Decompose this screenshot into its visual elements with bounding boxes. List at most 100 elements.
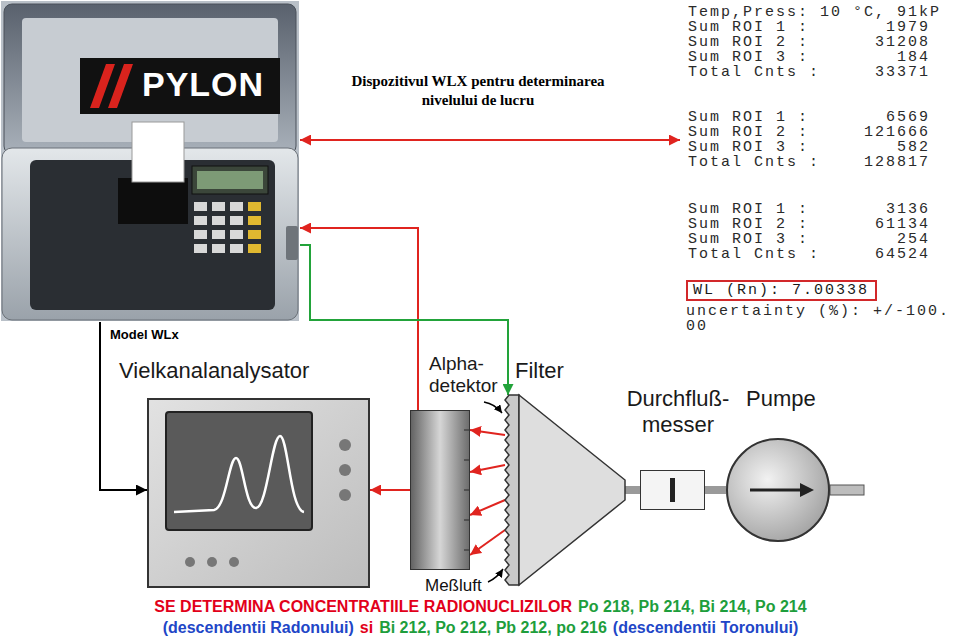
text-slot: Po 218, Pb 214, Bi 214, Po 214 <box>578 597 807 616</box>
signal-line <box>470 500 505 515</box>
text-slot: Durchfluß- messer <box>619 386 737 438</box>
signal-line <box>370 489 410 491</box>
printout-text: Total Cnts : <box>688 65 820 80</box>
device-photo <box>1 1 299 321</box>
device-photo-part <box>80 58 280 114</box>
text-slot: Filter <box>515 358 564 384</box>
printout-text: Sum ROI 3 : <box>688 140 809 155</box>
text-slot: Sum ROI 3 : <box>688 50 809 65</box>
printout-text: 254 <box>830 232 930 247</box>
printout-text: Sum ROI 1 : <box>688 202 809 217</box>
analyzer-box: Vielkanalanalysator <box>147 398 370 588</box>
keypad-part <box>212 244 225 253</box>
analyzer-illustration-part <box>174 436 304 512</box>
text-slot: 121666 <box>830 125 930 140</box>
text-slot: WL (Rn): 7.00338 <box>693 283 870 298</box>
text-slot: 3136 <box>830 202 930 217</box>
analyzer-illustration-part <box>147 398 370 588</box>
flow-meter: Durchfluß- messer <box>640 470 705 510</box>
caption-text: (descendentii Toronului) <box>613 618 798 637</box>
device-photo-part <box>1 1 299 321</box>
printout-text: 184 <box>830 50 930 65</box>
part-heading: Alpha- detektor <box>429 353 514 397</box>
printout-text: Temp,Press: 10 °C, 91kP <box>688 5 941 20</box>
text-slot: 6569 <box>830 110 930 125</box>
pump-outline <box>727 439 829 541</box>
text-slot: SE DETERMINA CONCENTRATIILE RADIONUCLIZI… <box>154 597 572 616</box>
caption-text: SE DETERMINA CONCENTRATIILE RADIONUCLIZI… <box>154 597 572 616</box>
pump-illustration-part <box>726 438 830 542</box>
printout-text: 3136 <box>830 202 930 217</box>
caption-text: si <box>360 618 373 637</box>
keypad-part <box>248 202 261 211</box>
analyzer-illustration-part <box>185 557 195 567</box>
keypad-part <box>230 244 243 253</box>
printout-text: Sum ROI 2 : <box>688 35 809 50</box>
keypad-part <box>248 216 261 225</box>
printout-sheet: Temp,Press: 10 °C, 91kPSum ROI 1 :1979Su… <box>680 0 961 338</box>
keypad-part <box>194 230 207 239</box>
keypad-part <box>212 230 225 239</box>
printout-text: Total Cnts : <box>688 155 820 170</box>
keypad-part <box>194 216 207 225</box>
part-heading: Pumpe <box>746 386 816 412</box>
text-slot: (descendentii Toronului) <box>613 618 798 637</box>
pump-illustration-part <box>800 483 814 497</box>
flowmeter-illustration <box>640 470 705 510</box>
caption-text: (descendentii Radonului) <box>163 618 354 637</box>
printout-text: 582 <box>830 140 930 155</box>
text-slot: uncertainty (%): +/-100. 00 <box>686 304 954 334</box>
keypad-part <box>230 202 243 211</box>
text-slot: 254 <box>830 232 930 247</box>
printout-text: 121666 <box>830 125 930 140</box>
printout-text: 1979 <box>830 20 930 35</box>
text-slot: Pumpe <box>746 386 816 412</box>
device-photo-part <box>197 171 263 189</box>
printout-text: Sum ROI 2 : <box>688 217 809 232</box>
text-slot: Temp,Press: 10 °C, 91kP <box>688 5 941 20</box>
text-slot: 31208 <box>830 35 930 50</box>
text-slot: 1979 <box>830 20 930 35</box>
text-slot: Meßluft <box>425 577 482 595</box>
detector-box: Alpha- detektor <box>410 410 470 570</box>
keypad-part <box>230 216 243 225</box>
result-value: WL (Rn): 7.00338 <box>693 283 870 298</box>
keypad-part <box>230 230 243 239</box>
text-slot: Model WLx <box>108 327 181 343</box>
pipe-line <box>625 486 640 494</box>
printout-text: uncertainty (%): +/-100. 00 <box>686 304 954 334</box>
printout-text: Sum ROI 1 : <box>688 20 809 35</box>
funnel-shape <box>519 395 625 585</box>
analyzer-illustration-part <box>339 464 351 476</box>
keypad <box>194 202 261 253</box>
text-slot: si <box>360 618 373 637</box>
caption-text: Po 218, Pb 214, Bi 214, Po 214 <box>578 597 807 616</box>
signal-line <box>470 465 505 472</box>
filter-funnel-outline <box>505 395 625 585</box>
printout-text: Sum ROI 3 : <box>688 50 809 65</box>
text-slot: 128817 <box>830 155 930 170</box>
part-heading: Filter <box>515 358 564 384</box>
printout-text: 31208 <box>830 35 930 50</box>
signal-line <box>470 430 505 435</box>
signal-line <box>100 322 147 490</box>
pump-illustration-part <box>830 485 864 495</box>
signal-line <box>470 530 505 555</box>
device-photo-part <box>192 166 268 194</box>
filter-membrane <box>505 395 519 585</box>
keypad-part <box>212 202 225 211</box>
device-photo-part <box>286 226 298 260</box>
text-slot: Sum ROI 1 : <box>688 202 809 217</box>
pump-illustration-part <box>750 489 800 492</box>
filter-funnel: Filter <box>505 395 625 585</box>
text-slot: 64524 <box>830 247 930 262</box>
analyzer-illustration-part <box>207 557 217 567</box>
text-slot: Vielkanalanalysator <box>119 358 309 384</box>
pump-circle: Pumpe <box>726 438 830 542</box>
part-heading: Vielkanalanalysator <box>119 358 309 384</box>
analyzer-illustration-part <box>166 412 312 530</box>
analyzer-illustration-part <box>229 557 239 567</box>
printout-text: Total Cnts : <box>688 247 820 262</box>
flowmeter-illustration-part <box>640 470 705 510</box>
